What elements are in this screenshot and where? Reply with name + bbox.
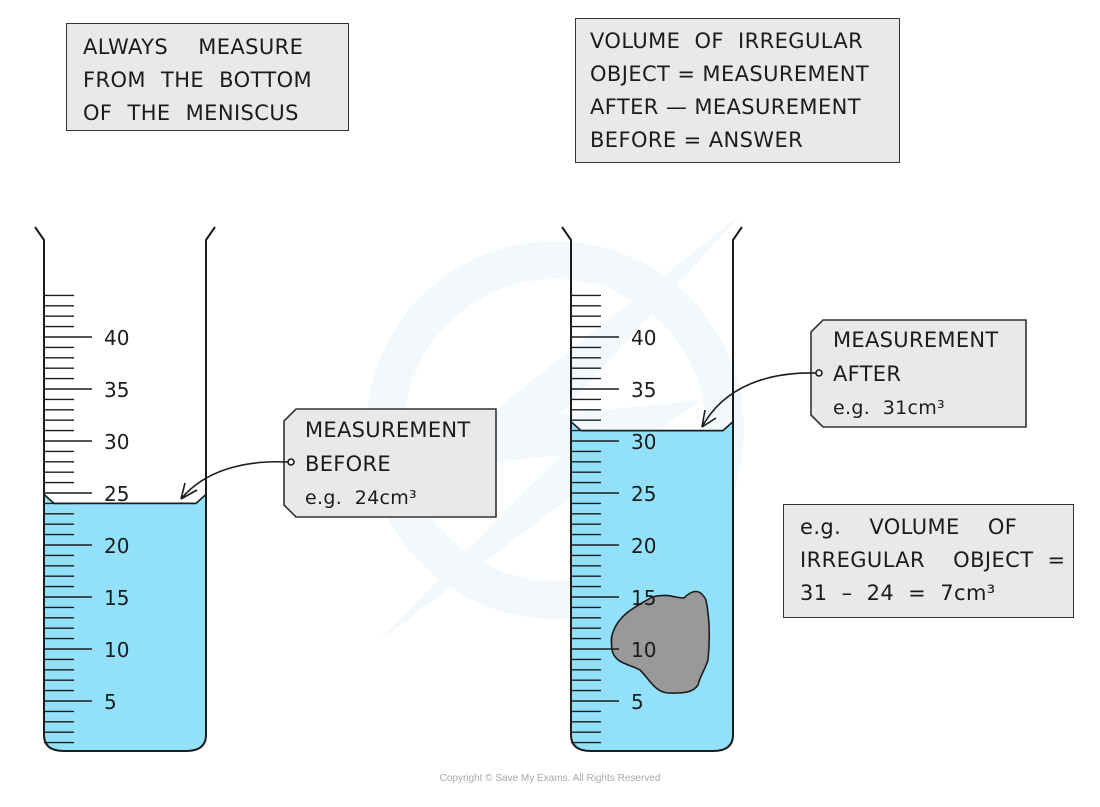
- tag-line: MEASUREMENT: [305, 418, 471, 442]
- tag-before-shape: [283, 408, 497, 518]
- formula-line: VOLUME OF IRREGULAR: [590, 29, 864, 53]
- example-line: 31 – 24 = 7cm³: [800, 581, 996, 605]
- tag-line: e.g. 24cm³: [305, 487, 417, 509]
- arrow-after: [701, 369, 823, 428]
- scale-label: 25: [104, 482, 129, 506]
- cylinder-outline: [34, 226, 216, 752]
- scale-label: 35: [104, 378, 129, 402]
- measurement-after-label: MEASUREMENT AFTER e.g. 31cm³: [833, 323, 999, 425]
- tag-line: e.g. 31cm³: [833, 397, 945, 419]
- scale-label: 35: [631, 378, 656, 402]
- formula-line: BEFORE = ANSWER: [590, 128, 804, 152]
- scale-label: 20: [104, 534, 129, 558]
- scale-label: 40: [104, 326, 129, 350]
- formula-note-box: VOLUME OF IRREGULAR OBJECT = MEASUREMENT…: [575, 18, 900, 163]
- scale-label: 25: [631, 482, 656, 506]
- scale-label: 10: [104, 638, 129, 662]
- cylinder-outline: [561, 226, 743, 752]
- scale-label: 10: [631, 638, 656, 662]
- scale-label: 15: [631, 586, 656, 610]
- copyright-footer: Copyright © Save My Exams. All Rights Re…: [439, 773, 661, 784]
- example-line: IRREGULAR OBJECT =: [800, 548, 1066, 572]
- scale-label: 5: [104, 690, 117, 714]
- scale-label: 15: [104, 586, 129, 610]
- scale-label: 5: [631, 690, 644, 714]
- scale-label: 40: [631, 326, 656, 350]
- example-line: e.g. VOLUME OF: [800, 515, 1018, 539]
- measuring-cylinder-after: 5 10 15 20 25 30 35 40: [561, 226, 743, 752]
- meniscus-edge: [43, 493, 55, 504]
- scale-label: 30: [104, 430, 129, 454]
- scale-label: 30: [631, 430, 656, 454]
- tip-line: ALWAYS MEASURE: [83, 35, 304, 59]
- example-calculation-box: e.g. VOLUME OF IRREGULAR OBJECT = 31 – 2…: [783, 504, 1074, 618]
- tip-note-box: ALWAYS MEASURE FROM THE BOTTOM OF THE ME…: [66, 23, 349, 131]
- meniscus-edge: [722, 421, 734, 432]
- tag-after-shape: [810, 319, 1027, 428]
- arrow-before: [180, 458, 295, 500]
- tag-line: BEFORE: [305, 452, 391, 476]
- meniscus-edge: [570, 421, 582, 432]
- meniscus-edge: [195, 493, 207, 504]
- tag-line: AFTER: [833, 362, 902, 386]
- measurement-before-label: MEASUREMENT BEFORE e.g. 24cm³: [305, 413, 471, 515]
- tip-line: FROM THE BOTTOM: [83, 68, 313, 92]
- measuring-cylinder-before: 5 10 15 20 25 30 35 40: [34, 226, 216, 752]
- formula-line: OBJECT = MEASUREMENT: [590, 62, 870, 86]
- irregular-object: [610, 590, 711, 694]
- tip-line: OF THE MENISCUS: [83, 101, 299, 125]
- liquid: [44, 494, 206, 751]
- scale-label: 20: [631, 534, 656, 558]
- tag-line: MEASUREMENT: [833, 328, 999, 352]
- formula-line: AFTER — MEASUREMENT: [590, 95, 861, 119]
